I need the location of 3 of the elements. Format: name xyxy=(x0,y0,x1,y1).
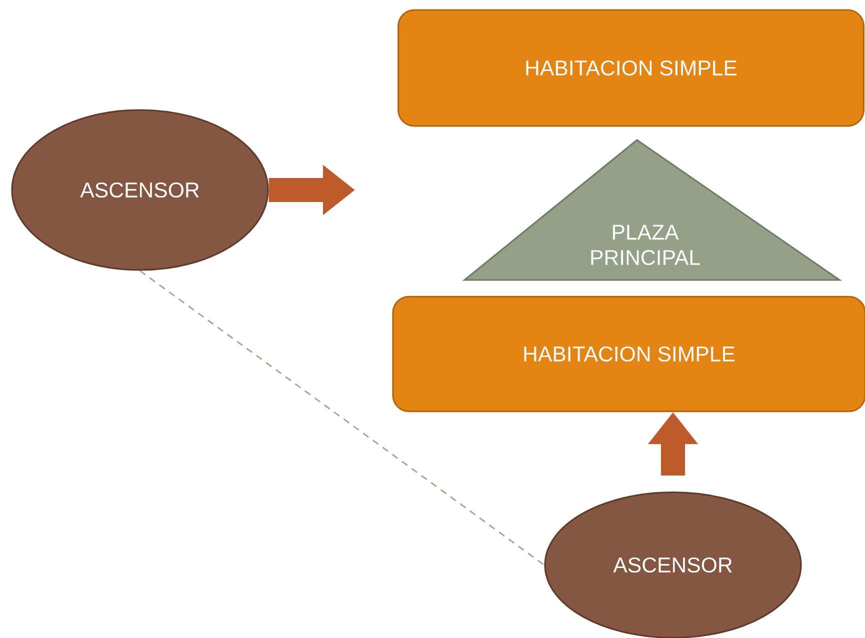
rounded-box: HABITACION SIMPLE xyxy=(398,9,864,127)
dashed-line xyxy=(140,270,545,566)
rounded-box: HABITACION SIMPLE xyxy=(392,296,865,412)
